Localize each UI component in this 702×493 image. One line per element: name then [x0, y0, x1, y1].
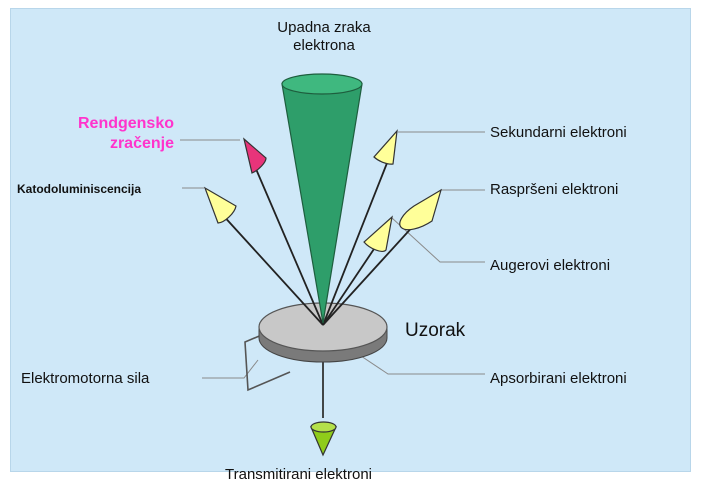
xray-line1: Rendgensko: [48, 114, 174, 134]
xray-label: Rendgensko zračenje: [48, 114, 174, 154]
xray-cone: [244, 139, 266, 173]
emf-label: Elektromotorna sila: [21, 370, 149, 388]
leader-absorbed: [355, 352, 485, 374]
transmitted-cone: [311, 422, 336, 455]
incident-beam-line2: elektrona: [262, 37, 386, 55]
absorbed-electrons-label: Apsorbirani elektroni: [490, 370, 627, 388]
cathodo-cone: [205, 188, 236, 223]
incident-beam-label: Upadna zraka elektrona: [262, 19, 386, 55]
auger-electrons-label: Augerovi elektroni: [490, 257, 610, 275]
cathodoluminescence-label: Katodoluminiscencija: [17, 180, 141, 198]
incident-beam-line1: Upadna zraka: [262, 19, 386, 37]
xray-line2: zračenje: [48, 134, 174, 154]
leader-emf: [202, 360, 258, 378]
secondary-electrons-label: Sekundarni elektroni: [490, 124, 627, 142]
secondary-cone: [374, 131, 397, 164]
backscattered-cone: [400, 190, 441, 230]
backscattered-electrons-label: Raspršeni elektroni: [490, 181, 618, 199]
auger-cone: [364, 217, 392, 251]
transmitted-electrons-label: Transmitirani elektroni: [225, 466, 372, 484]
sample-label: Uzorak: [405, 322, 465, 340]
